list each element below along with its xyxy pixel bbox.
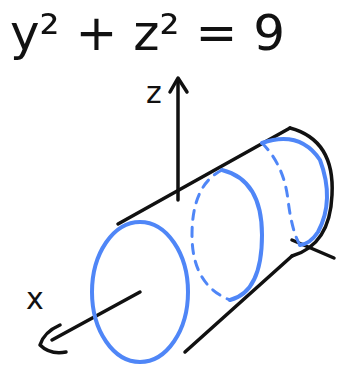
back-cross-section xyxy=(262,139,327,245)
back-cross-section-hidden xyxy=(262,143,300,245)
middle-cross-section-hidden xyxy=(192,170,230,300)
equation-label: y² + z² = 9 xyxy=(10,8,285,58)
front-cross-section xyxy=(92,222,188,362)
x-axis-arrowhead xyxy=(40,325,66,353)
cylinder-bottom-edge xyxy=(185,256,292,352)
axis-label: x xyxy=(26,284,44,314)
middle-cross-section xyxy=(222,170,262,300)
z-axis xyxy=(176,80,180,200)
axis-label: z xyxy=(146,78,162,108)
z-axis-arrowhead xyxy=(170,78,187,92)
